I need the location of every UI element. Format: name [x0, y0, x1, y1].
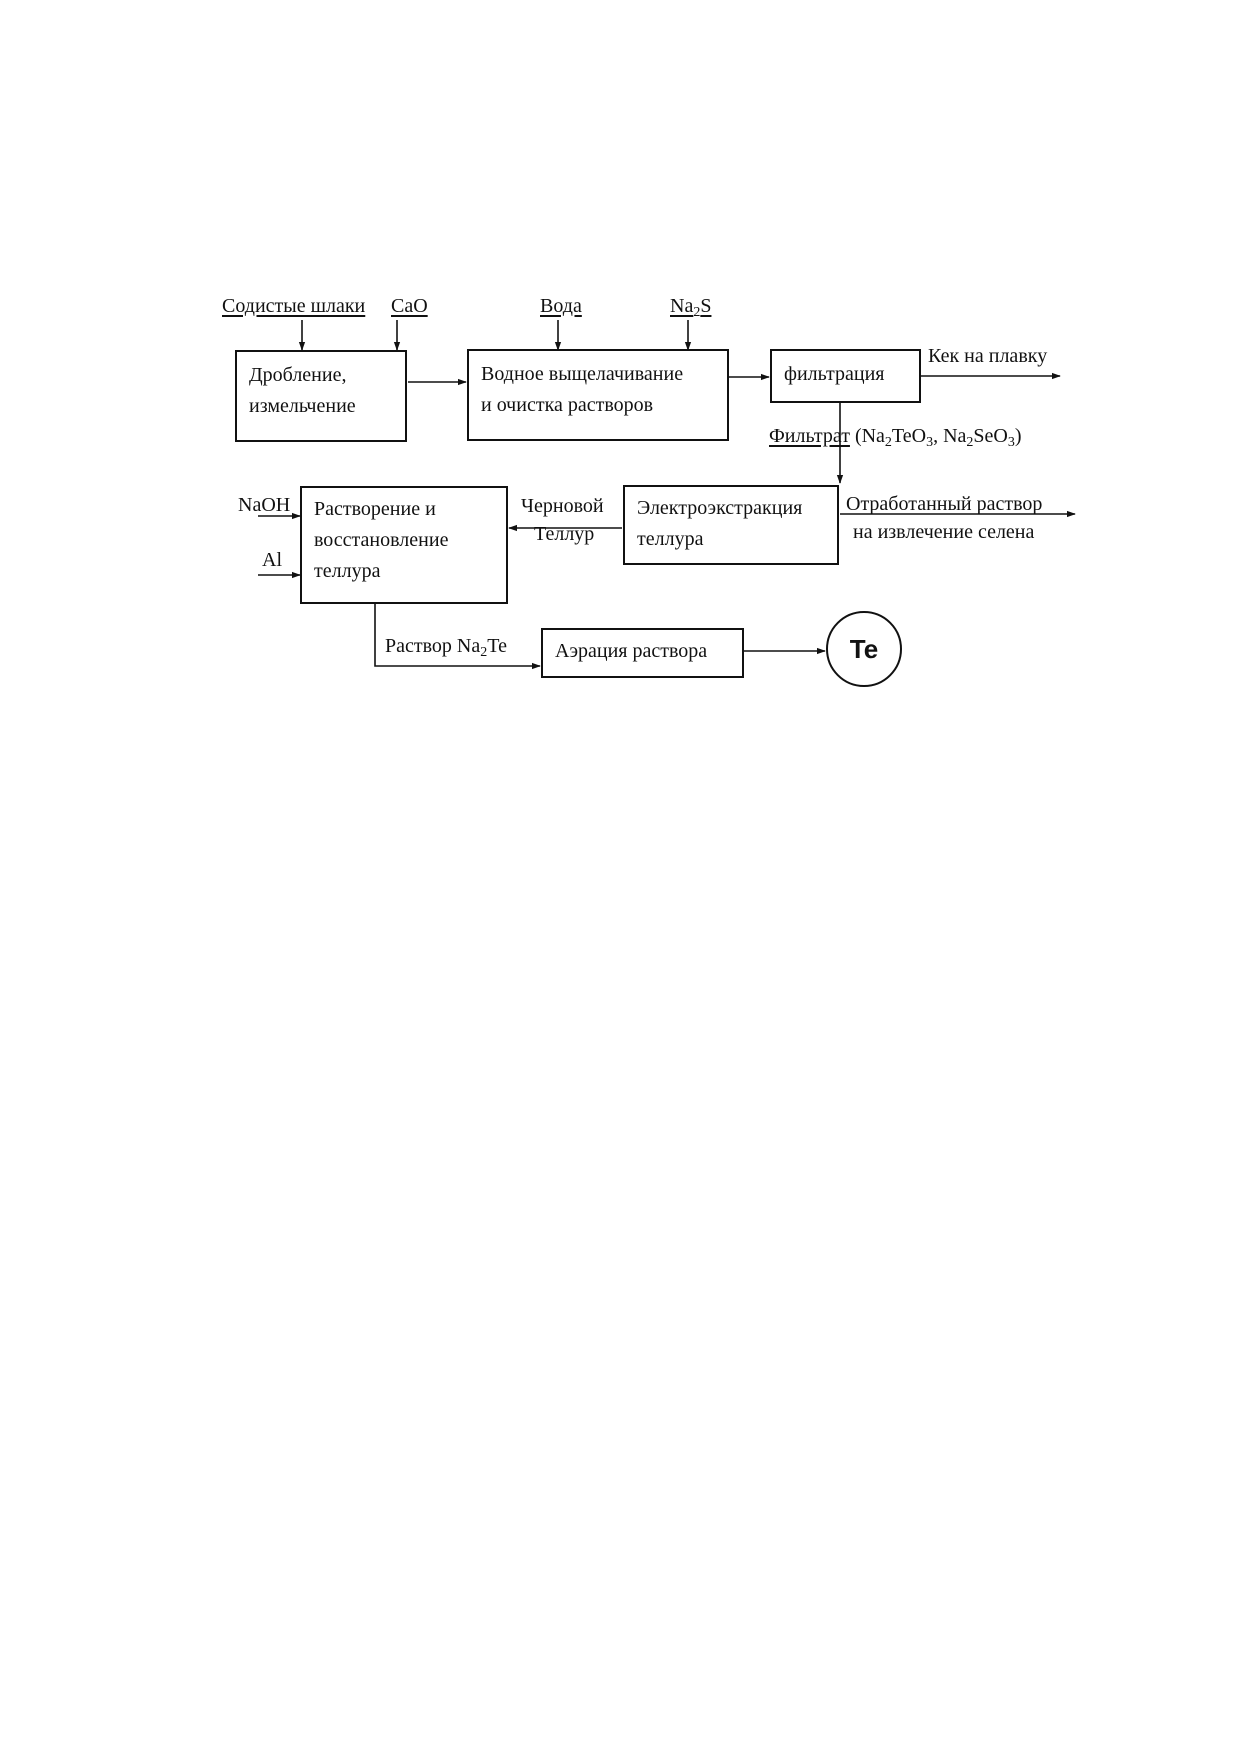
box-electro-line2: теллура — [637, 528, 704, 550]
box-crushing: Дробление, измельчение — [235, 350, 407, 442]
box-filtration-line1: фильтрация — [784, 363, 885, 385]
label-spent-solution: Отработанный раствор на извлечение селен… — [846, 493, 1043, 543]
box-dissolution-line1: Растворение и — [314, 498, 436, 520]
product-te-circle: Te — [826, 611, 902, 687]
box-crushing-line1: Дробление, — [249, 364, 347, 386]
input-label-al: Al — [262, 549, 282, 571]
label-cake-to-smelting: Кек на плавку — [928, 345, 1048, 367]
box-electro-line1: Электроэкстракция — [637, 497, 803, 519]
input-label-naoh: NaOH — [238, 494, 291, 516]
input-label-water: Вода — [540, 295, 582, 317]
box-leaching: Водное выщелачивание и очистка растворов — [467, 349, 729, 441]
product-te-label: Te — [849, 633, 879, 664]
arrow-dissolution-to-aeration — [374, 604, 541, 670]
box-dissolution-line2: восстановление — [314, 529, 449, 551]
box-electro-extraction: Электроэкстракция теллура — [623, 485, 839, 565]
label-filtrate: Фильтрат (Na2TeO3, Na2SeO3) — [769, 425, 1022, 450]
box-aeration-line1: Аэрация раствора — [555, 640, 708, 662]
box-dissolution-line3: теллура — [314, 560, 381, 582]
box-filtration: фильтрация — [770, 349, 921, 403]
input-label-na2s: Na2S — [670, 295, 712, 320]
input-label-slag: Содистые шлаки — [222, 295, 366, 317]
input-label-cao: CaO — [391, 295, 428, 317]
label-crude-tellurium: Черновой Теллур — [521, 495, 604, 545]
box-dissolution-reduction: Растворение и восстановление теллура — [300, 486, 508, 604]
box-aeration: Аэрация раствора — [541, 628, 744, 678]
label-na2te-solution: Раствор Na2Te — [385, 635, 507, 660]
box-crushing-line2: измельчение — [249, 395, 356, 417]
box-leaching-line2: и очистка растворов — [481, 394, 654, 416]
box-leaching-line1: Водное выщелачивание — [481, 363, 684, 385]
